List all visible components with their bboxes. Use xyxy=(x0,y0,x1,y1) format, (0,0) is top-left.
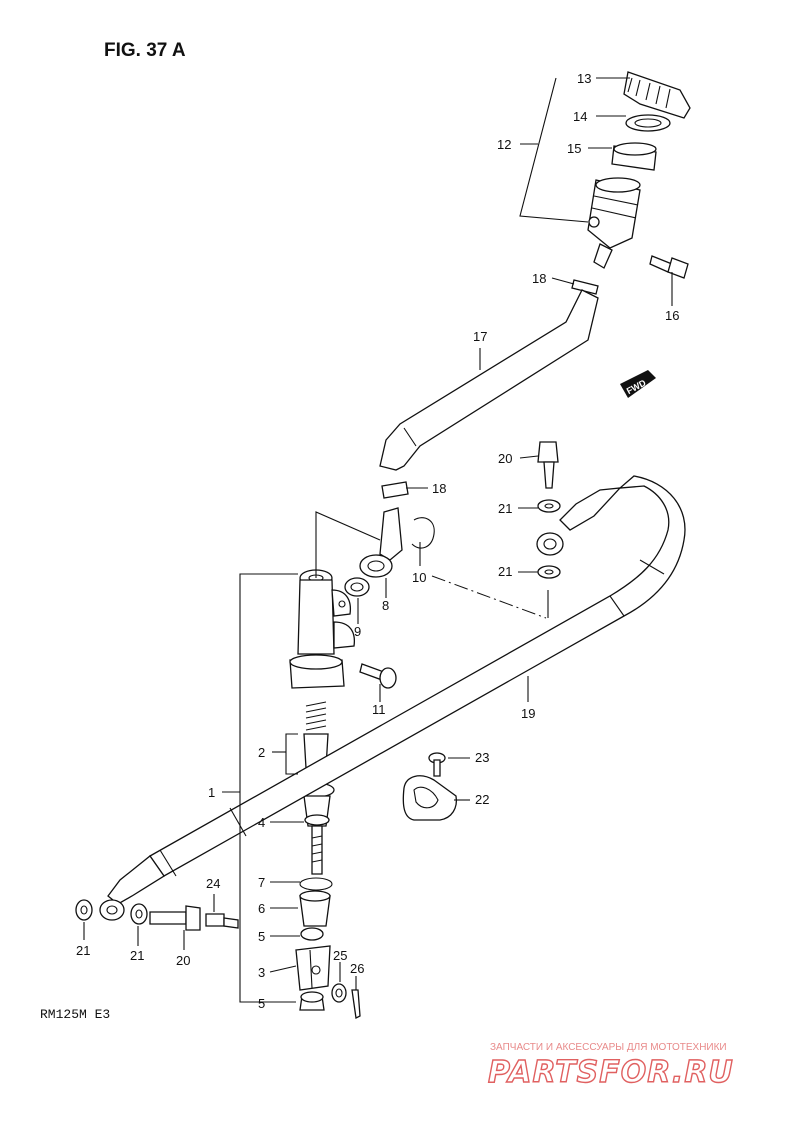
clevis-nut xyxy=(299,991,325,1011)
leader-lines xyxy=(83,77,673,1003)
reservoir-body xyxy=(587,177,641,269)
callout-2: 2 xyxy=(258,745,265,760)
callout-21b: 21 xyxy=(498,564,512,579)
washer-upper-b xyxy=(537,565,561,579)
watermark-logo: PARTSFOR.RU xyxy=(488,1055,734,1090)
callout-14: 14 xyxy=(573,109,587,124)
boot xyxy=(299,890,331,927)
washer-lower-a xyxy=(75,899,93,921)
callout-7: 7 xyxy=(258,875,265,890)
callout-17: 17 xyxy=(473,329,487,344)
callout-6: 6 xyxy=(258,901,265,916)
watermark-tagline: ЗАПЧАСТИ И АКСЕССУАРЫ ДЛЯ МОТОТЕХНИКИ xyxy=(490,1042,727,1053)
callout-18a: 18 xyxy=(532,271,546,286)
callout-20a: 20 xyxy=(498,451,512,466)
callout-21c: 21 xyxy=(76,943,90,958)
master-cylinder-body xyxy=(289,569,356,689)
callout-18b: 18 xyxy=(432,481,446,496)
union-bolt-upper xyxy=(537,441,559,489)
callout-21a: 21 xyxy=(498,501,512,516)
callout-21d: 21 xyxy=(130,948,144,963)
hose-banjo-upper xyxy=(536,487,622,556)
callout-16: 16 xyxy=(665,308,679,323)
callout-3: 3 xyxy=(258,965,265,980)
lock-nut xyxy=(300,927,324,941)
guide-screw xyxy=(428,752,446,777)
snap-ring xyxy=(299,877,333,891)
clevis xyxy=(295,945,331,991)
callout-23: 23 xyxy=(475,750,489,765)
callout-13: 13 xyxy=(577,71,591,86)
brake-hose xyxy=(149,475,686,877)
union-bolt-lower xyxy=(149,905,201,931)
figure-title: FIG. 37 A xyxy=(104,40,186,61)
callout-5b: 5 xyxy=(258,996,265,1011)
mounting-bolt xyxy=(359,663,397,689)
reservoir-bolt xyxy=(649,255,689,279)
callout-1: 1 xyxy=(208,785,215,800)
fwd-arrow-icon: FWD xyxy=(620,370,656,398)
inlet-fitting xyxy=(359,507,403,578)
hose-banjo-lower xyxy=(99,855,165,921)
bleeder-screw xyxy=(205,913,239,929)
callout-8: 8 xyxy=(382,598,389,613)
reservoir-diaphragm xyxy=(611,142,657,171)
callout-24: 24 xyxy=(206,876,220,891)
callout-4: 4 xyxy=(258,815,265,830)
o-ring xyxy=(344,577,370,597)
callout-5a: 5 xyxy=(258,929,265,944)
reservoir-hose xyxy=(379,289,599,471)
callout-19: 19 xyxy=(521,706,535,721)
callout-26: 26 xyxy=(350,961,364,976)
hose-guide xyxy=(402,775,458,821)
piston-rod xyxy=(303,795,331,875)
reservoir-plate xyxy=(625,114,671,132)
reservoir-cap xyxy=(623,71,691,119)
callout-11: 11 xyxy=(372,702,386,717)
circlip xyxy=(411,517,435,549)
washer-small xyxy=(331,983,347,1003)
washer-upper-a xyxy=(537,499,561,513)
hose-clamp-upper xyxy=(571,279,599,295)
model-code: RM125M E3 xyxy=(40,1007,110,1022)
callout-20b: 20 xyxy=(176,953,190,968)
cotter-pin xyxy=(351,989,361,1019)
callout-12: 12 xyxy=(497,137,511,152)
callout-10: 10 xyxy=(412,570,426,585)
callout-25: 25 xyxy=(333,948,347,963)
hose-clamp-lower xyxy=(381,481,409,499)
callout-9: 9 xyxy=(354,624,361,639)
callout-22: 22 xyxy=(475,792,489,807)
washer-lower-b xyxy=(130,903,148,925)
callout-15: 15 xyxy=(567,141,581,156)
